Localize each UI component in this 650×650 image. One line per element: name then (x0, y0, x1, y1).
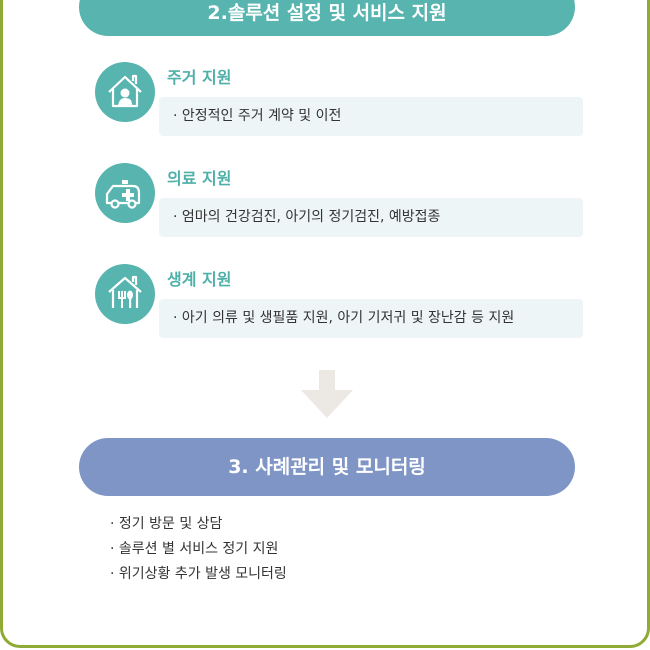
service-housing: 주거 지원 · 안정적인 주거 계약 및 이전 (95, 60, 585, 140)
down-arrow-icon (300, 370, 354, 424)
monitoring-list: · 정기 방문 및 상담 · 솔루션 별 서비스 정기 지원 · 위기상황 추가… (110, 512, 287, 587)
service-desc: · 안정적인 주거 계약 및 이전 (159, 97, 583, 136)
list-item: · 정기 방문 및 상담 (110, 516, 223, 532)
service-desc: · 아기 의류 및 생필품 지원, 아기 기저귀 및 장난감 등 지원 (159, 299, 583, 338)
service-title: 생계 지원 (167, 270, 232, 289)
service-desc: · 엄마의 건강검진, 아기의 정기검진, 예방접종 (159, 198, 583, 237)
service-title: 의료 지원 (167, 169, 232, 188)
list-item: · 솔루션 별 서비스 정기 지원 (110, 541, 279, 557)
service-living: 생계 지원 · 아기 의류 및 생필품 지원, 아기 기저귀 및 장난감 등 지… (95, 262, 585, 342)
service-medical: 의료 지원 · 엄마의 건강검진, 아기의 정기검진, 예방접종 (95, 161, 585, 241)
house-utensils-icon (95, 264, 155, 324)
service-title: 주거 지원 (167, 68, 232, 87)
section2-header: 2.솔루션 설정 및 서비스 지원 (79, 0, 575, 36)
ambulance-icon (95, 163, 155, 223)
list-item: · 위기상황 추가 발생 모니터링 (110, 566, 287, 582)
house-person-icon (95, 62, 155, 122)
section3-header: 3. 사례관리 및 모니터링 (79, 438, 575, 496)
